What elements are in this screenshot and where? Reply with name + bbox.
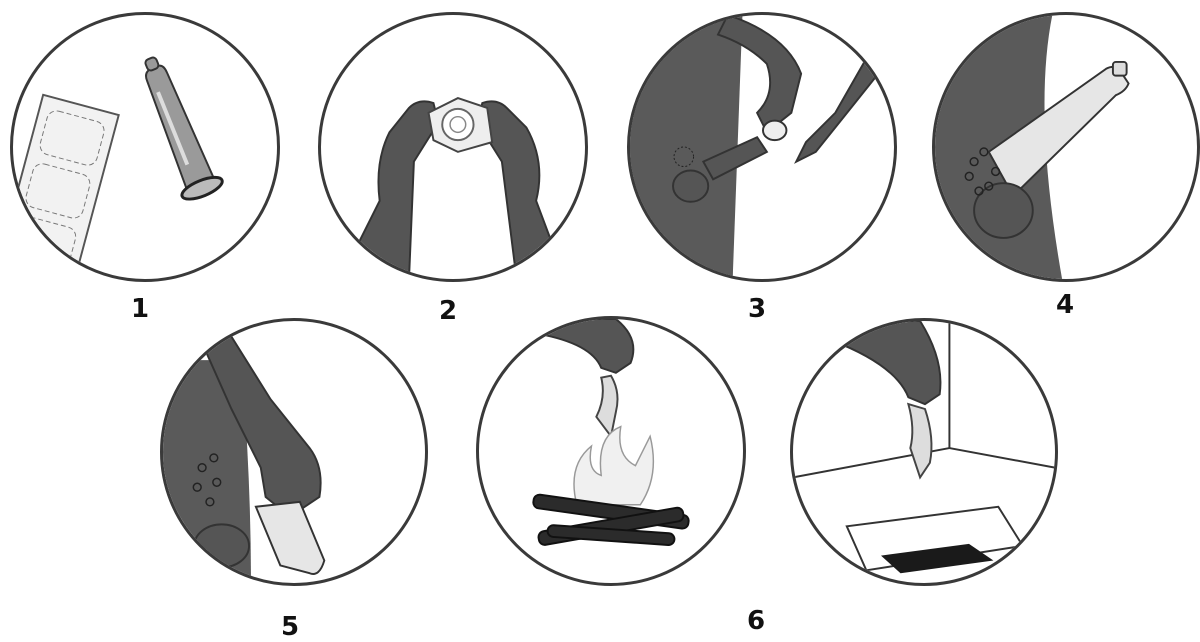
step-1-illustration [10, 12, 280, 282]
condom-worn-icon [935, 15, 1197, 279]
step-1-number: 1 [120, 294, 160, 324]
hands-opening-wrapper-icon [321, 15, 585, 279]
flame [574, 427, 653, 505]
wrapper-strip [13, 95, 119, 276]
step-2-illustration [318, 12, 588, 282]
hand-rolling-condom-icon [630, 15, 894, 279]
step-6-latrine-illustration [790, 318, 1058, 586]
step-4-number: 4 [1045, 290, 1085, 320]
step-4-illustration [932, 12, 1200, 282]
step-5-number: 5 [270, 612, 310, 642]
step-6-burn-illustration [476, 316, 746, 586]
step-5-illustration [160, 318, 428, 586]
campfire-icon [479, 319, 743, 583]
step-2-number: 2 [428, 296, 468, 326]
hand-removing-condom-icon [163, 321, 425, 583]
step-3-illustration [627, 12, 897, 282]
step-3-number: 3 [737, 294, 777, 324]
condom-icon [130, 51, 225, 204]
pit-latrine-icon [793, 321, 1055, 583]
step-6-number: 6 [736, 606, 776, 636]
condom-strip-icon [13, 15, 277, 279]
